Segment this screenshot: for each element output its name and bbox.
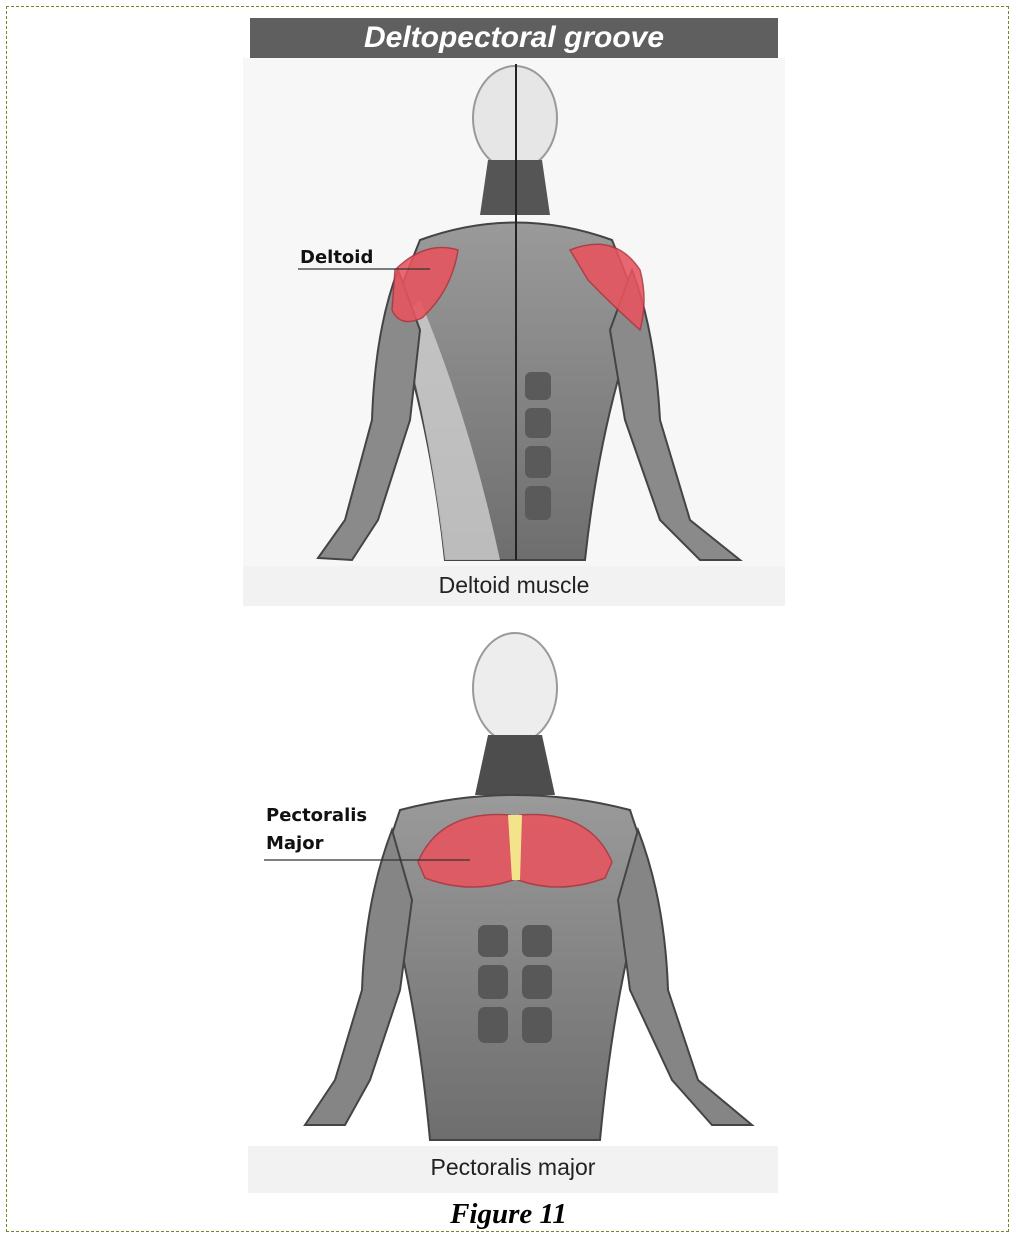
- figure-number: Figure 11: [0, 1198, 1017, 1231]
- pectoralis-label-line1: Pectoralis: [266, 802, 386, 830]
- bottom-neck: [475, 735, 555, 795]
- pectoralis-label-line2: Major: [266, 830, 386, 858]
- bottom-right-arm: [618, 830, 752, 1125]
- pectoralis-label: Pectoralis Major: [266, 802, 386, 858]
- bottom-left-arm: [305, 830, 412, 1125]
- deltoid-caption: Deltoid muscle: [243, 566, 785, 606]
- bottom-head: [473, 633, 557, 743]
- bottom-body-figure: [264, 633, 752, 1140]
- top-body-figure: [298, 64, 740, 560]
- pectoralis-caption: Pectoralis major: [248, 1146, 778, 1193]
- deltoid-label: Deltoid: [300, 244, 373, 272]
